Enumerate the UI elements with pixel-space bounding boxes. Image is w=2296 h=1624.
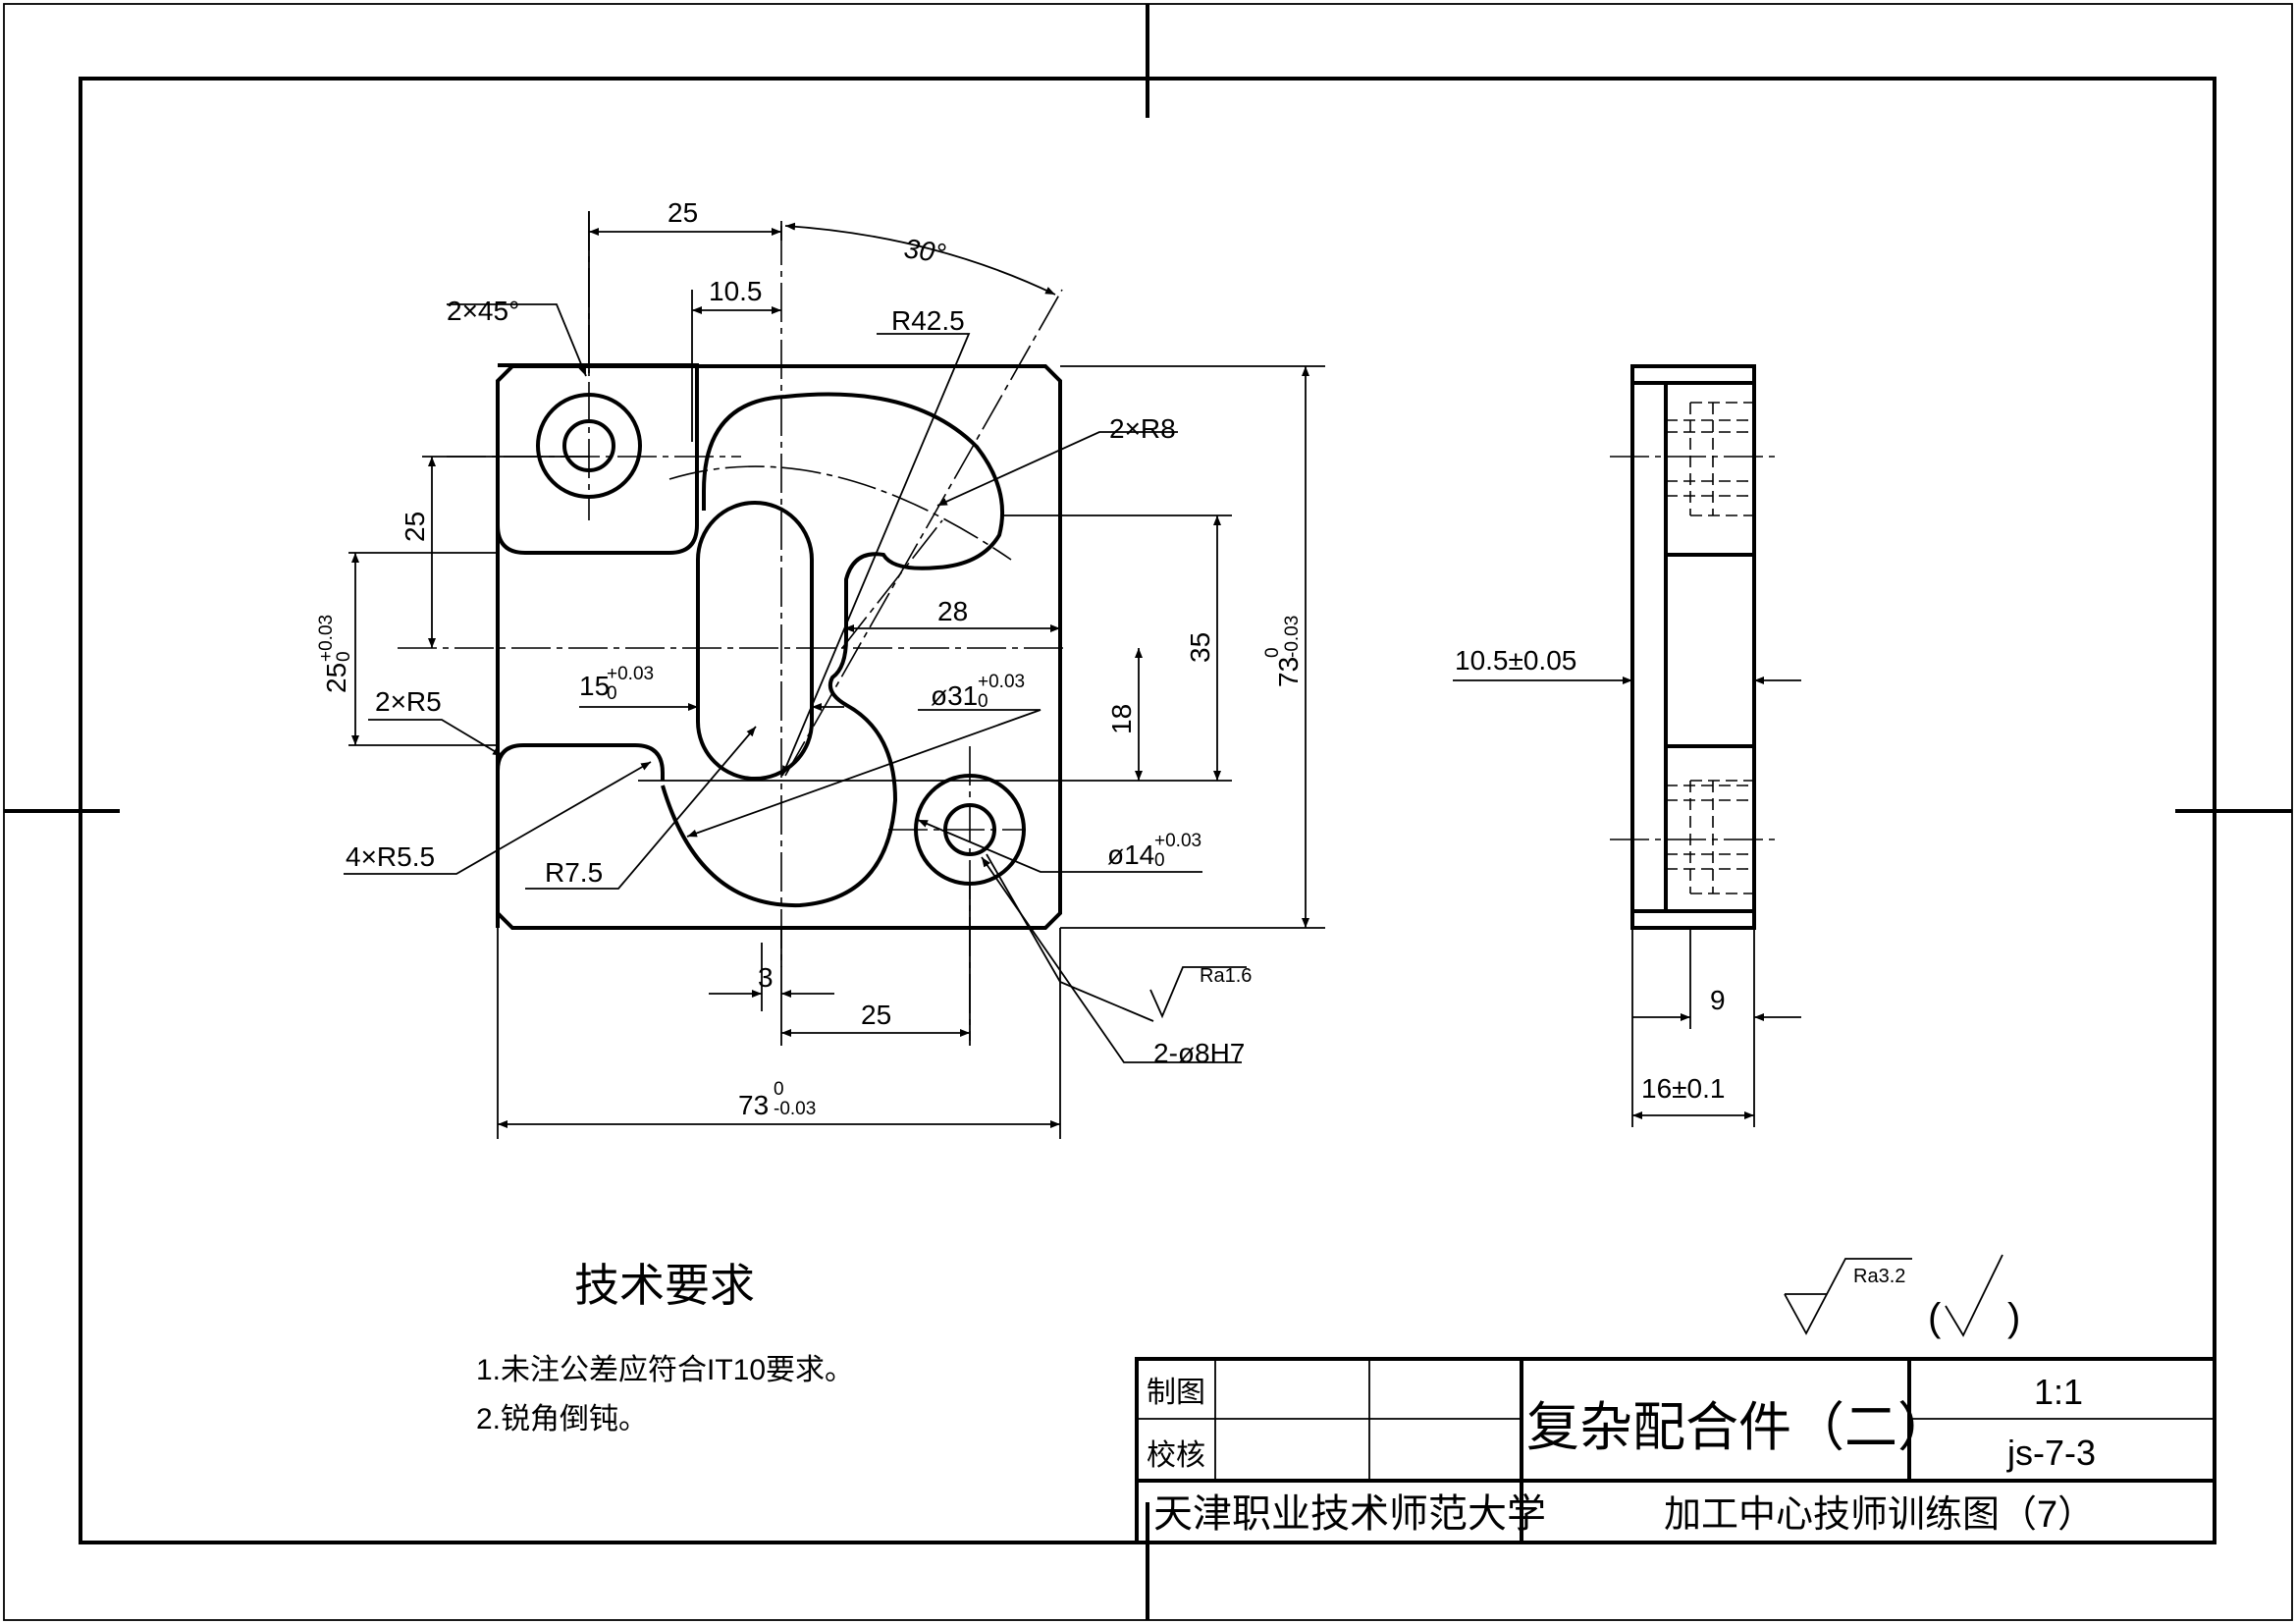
- dim-chamfer: 2×45°: [447, 296, 519, 326]
- dim-28: 28: [937, 596, 968, 626]
- dim-phi31-base: ø31: [931, 680, 978, 711]
- dim-9: 9: [1710, 985, 1726, 1015]
- technical-requirements: 技术要求 1.未注公差应符合IT10要求。 2.锐角倒钝。: [476, 1260, 854, 1435]
- dim-phi31-lower: 0: [978, 691, 988, 712]
- upper-left-pocket: [496, 363, 699, 555]
- dim-15-base: 15: [579, 671, 610, 701]
- dim-15-upper: +0.03: [607, 664, 654, 684]
- side-view: [1453, 364, 1801, 1127]
- dim-73-bottom-upper: 0: [774, 1079, 784, 1100]
- scale-value: 1:1: [2034, 1372, 2083, 1412]
- dim-10-5-side: 10.5±0.05: [1455, 645, 1576, 676]
- tech-req-item-1: 1.未注公差应符合IT10要求。: [476, 1354, 854, 1386]
- dim-phi14-base: ø14: [1107, 839, 1154, 870]
- part-name: 复杂配合件（二）: [1526, 1398, 1950, 1457]
- dim-10-5: 10.5: [709, 276, 763, 306]
- dim-ra1-6: Ra1.6: [1200, 965, 1252, 987]
- paren-close: ): [2007, 1296, 2020, 1339]
- drawn-label: 制图: [1147, 1377, 1205, 1409]
- dim-2phi8: 2-ø8H7: [1153, 1038, 1245, 1068]
- dim-25-tol-upper: +0.03: [316, 615, 337, 662]
- dim-73-right-base: 73: [1273, 657, 1304, 687]
- check-mark-icon: [1945, 1254, 2003, 1337]
- side-view-dimensions: 10.5±0.05 9 16±0.1: [1455, 645, 1726, 1104]
- dim-25-top: 25: [667, 197, 698, 228]
- tech-req-item-2: 2.锐角倒钝。: [476, 1403, 648, 1435]
- paren-open: (: [1928, 1296, 1942, 1339]
- dim-phi31-upper: +0.03: [978, 672, 1025, 692]
- dim-r42-5: R42.5: [891, 305, 965, 336]
- side-outline: [1630, 364, 1756, 930]
- dim-18: 18: [1106, 704, 1137, 734]
- front-view: [344, 211, 1325, 1139]
- ra3-2-label: Ra3.2: [1853, 1266, 1905, 1287]
- dim-73-right-upper: 0: [1262, 647, 1283, 658]
- school-name: 天津职业技术师范大学: [1153, 1492, 1546, 1536]
- tech-req-title: 技术要求: [574, 1260, 755, 1311]
- dim-phi14-lower: 0: [1154, 850, 1165, 871]
- dim-4r5-5: 4×R5.5: [346, 841, 435, 872]
- dim-phi14-upper: +0.03: [1154, 831, 1201, 851]
- dim-16: 16±0.1: [1641, 1073, 1725, 1104]
- dim-3: 3: [758, 962, 774, 993]
- drawing-number: js-7-3: [2006, 1433, 2096, 1473]
- dim-73-bottom-lower: -0.03: [774, 1099, 816, 1119]
- dim-2r5: 2×R5: [375, 686, 442, 717]
- dim-35: 35: [1185, 632, 1215, 663]
- vertical-slot: [696, 501, 814, 781]
- dim-r7-5: R7.5: [545, 857, 603, 888]
- curved-slot: [661, 392, 1005, 908]
- dim-25-left: 25: [400, 512, 430, 542]
- dim-25-tol-lower: 0: [334, 651, 354, 662]
- dim-73-bottom-base: 73: [738, 1090, 769, 1120]
- front-view-dimensions: 25 10.5 30° 2×45° R42.5 2×R8 25 25 +0.03…: [316, 197, 1304, 1120]
- dim-angle-30: 30°: [902, 233, 947, 269]
- checked-label: 校核: [1147, 1439, 1205, 1472]
- surface-finish-note: Ra3.2 ( ): [1784, 1254, 2020, 1339]
- drawing-title: 加工中心技师训练图（7）: [1664, 1494, 2095, 1536]
- dim-2r8: 2×R8: [1109, 413, 1176, 444]
- plate-outline: [496, 364, 1062, 930]
- lower-left-pocket: [496, 743, 665, 928]
- title-block: 制图 校核 复杂配合件（二） 1:1 js-7-3 天津职业技术师范大学 加工中…: [1135, 1357, 2216, 1544]
- dim-73-right-lower: -0.03: [1282, 616, 1303, 658]
- dim-25-tol-base: 25: [321, 663, 351, 693]
- dim-15-lower: 0: [607, 683, 617, 704]
- dim-25-bottom: 25: [861, 1000, 891, 1030]
